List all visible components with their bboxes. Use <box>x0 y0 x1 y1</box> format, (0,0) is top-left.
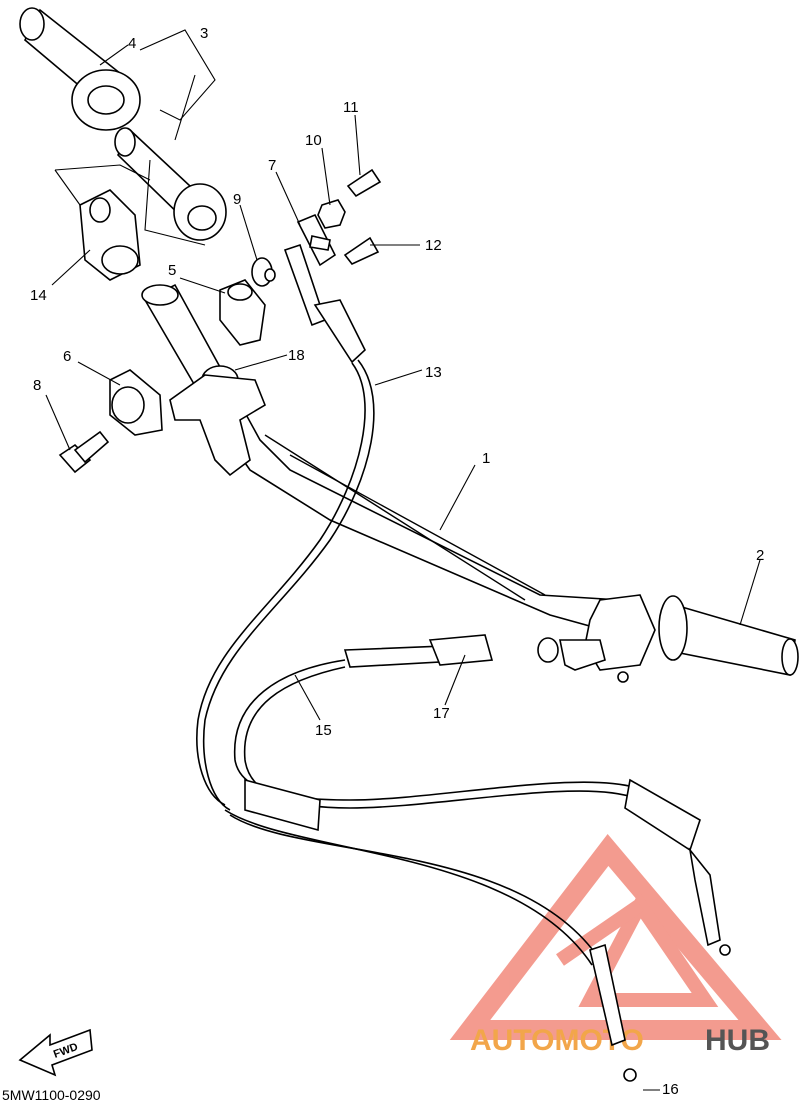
callout-labels: 1 2 3 4 5 6 7 8 9 10 11 12 13 14 15 16 1… <box>30 25 764 1098</box>
clamp-part-5 <box>219 279 266 346</box>
drawing-code: 5MW1100-0290 <box>2 1087 101 1102</box>
lever-assembly-right <box>537 594 656 683</box>
callout-17: 17 <box>433 705 450 722</box>
callout-5: 5 <box>168 262 176 279</box>
callout-14: 14 <box>30 287 47 304</box>
cable-part-15 <box>233 634 731 956</box>
nut-part-10 <box>317 199 346 229</box>
callout-4: 4 <box>128 35 136 52</box>
callout-1: 1 <box>482 450 490 467</box>
screw-part-11 <box>346 168 382 198</box>
callout-11: 11 <box>343 99 359 116</box>
bolt-part-8 <box>58 430 110 474</box>
grip-part-3 <box>19 7 227 241</box>
callout-10: 10 <box>305 132 322 149</box>
callout-6: 6 <box>63 348 71 365</box>
callout-12: 12 <box>425 237 442 254</box>
callout-13: 13 <box>425 364 442 381</box>
fwd-arrow-icon: FWD <box>18 1028 93 1077</box>
screw-part-12 <box>343 236 380 265</box>
grip-bracket-3 <box>139 29 216 246</box>
watermark-text-part2: HUB <box>705 1024 770 1057</box>
callout-3: 3 <box>200 25 208 42</box>
callout-15: 15 <box>315 722 332 739</box>
cable-part-13 <box>196 243 637 1082</box>
callout-2: 2 <box>756 547 764 564</box>
housing-part-14 <box>54 164 151 281</box>
grip-part-2 <box>658 595 799 676</box>
bracket-part-18 <box>169 365 266 477</box>
callout-7: 7 <box>268 157 276 174</box>
clamp-part-6 <box>109 369 163 436</box>
bracket-part-7 <box>296 213 337 267</box>
callout-9: 9 <box>233 191 241 208</box>
callout-18: 18 <box>288 347 305 364</box>
callout-8: 8 <box>33 377 41 394</box>
leader-lines <box>45 44 761 1091</box>
callout-16: 16 <box>662 1081 679 1098</box>
spring-part-9 <box>251 257 276 287</box>
